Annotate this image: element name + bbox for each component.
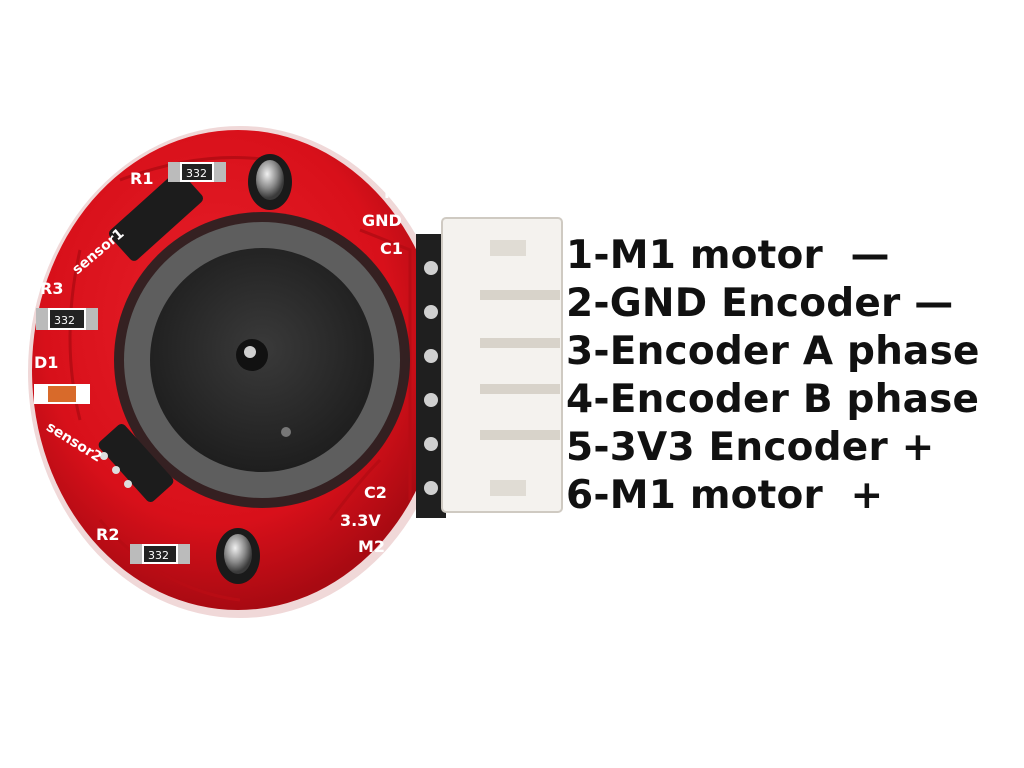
screw-top	[248, 154, 292, 210]
label-m2: M2	[358, 537, 385, 556]
label-d1: D1	[34, 353, 58, 372]
pin-4-label: 4-Encoder B phase	[566, 377, 980, 422]
label-r2-code: 332	[148, 549, 169, 562]
magnet-disc	[114, 212, 410, 508]
label-3v3: 3.3V	[340, 511, 381, 530]
screw-bottom	[216, 528, 260, 584]
hall-sensor-1	[109, 171, 203, 261]
label-r1-code: 332	[186, 167, 207, 180]
resistor-r1	[168, 162, 226, 182]
pin-5-label: 5-3V3 Encoder +	[566, 425, 935, 470]
pin-2-label: 2-GND Encoder —	[566, 281, 954, 326]
label-r2: R2	[96, 525, 119, 544]
label-c1: C1	[380, 239, 403, 258]
pin-1-label: 1-M1 motor —	[566, 233, 890, 278]
label-r3: R3	[40, 279, 63, 298]
label-c2: C2	[364, 483, 387, 502]
resistor-r3	[36, 308, 98, 330]
pin-6-label: 6-M1 motor +	[566, 473, 884, 518]
led-d1	[34, 384, 90, 404]
hall-sensor-2	[98, 423, 174, 503]
label-gnd: GND	[362, 211, 402, 230]
pinout-list: 1-M1 motor — 2-GND Encoder — 3-Encoder A…	[566, 232, 980, 520]
label-m1: M1	[384, 183, 411, 202]
label-r3-code: 332	[54, 314, 75, 327]
label-r1: R1	[130, 169, 153, 188]
pin-3-label: 3-Encoder A phase	[566, 329, 980, 374]
resistor-r2	[130, 544, 190, 564]
white-connector	[441, 217, 563, 513]
